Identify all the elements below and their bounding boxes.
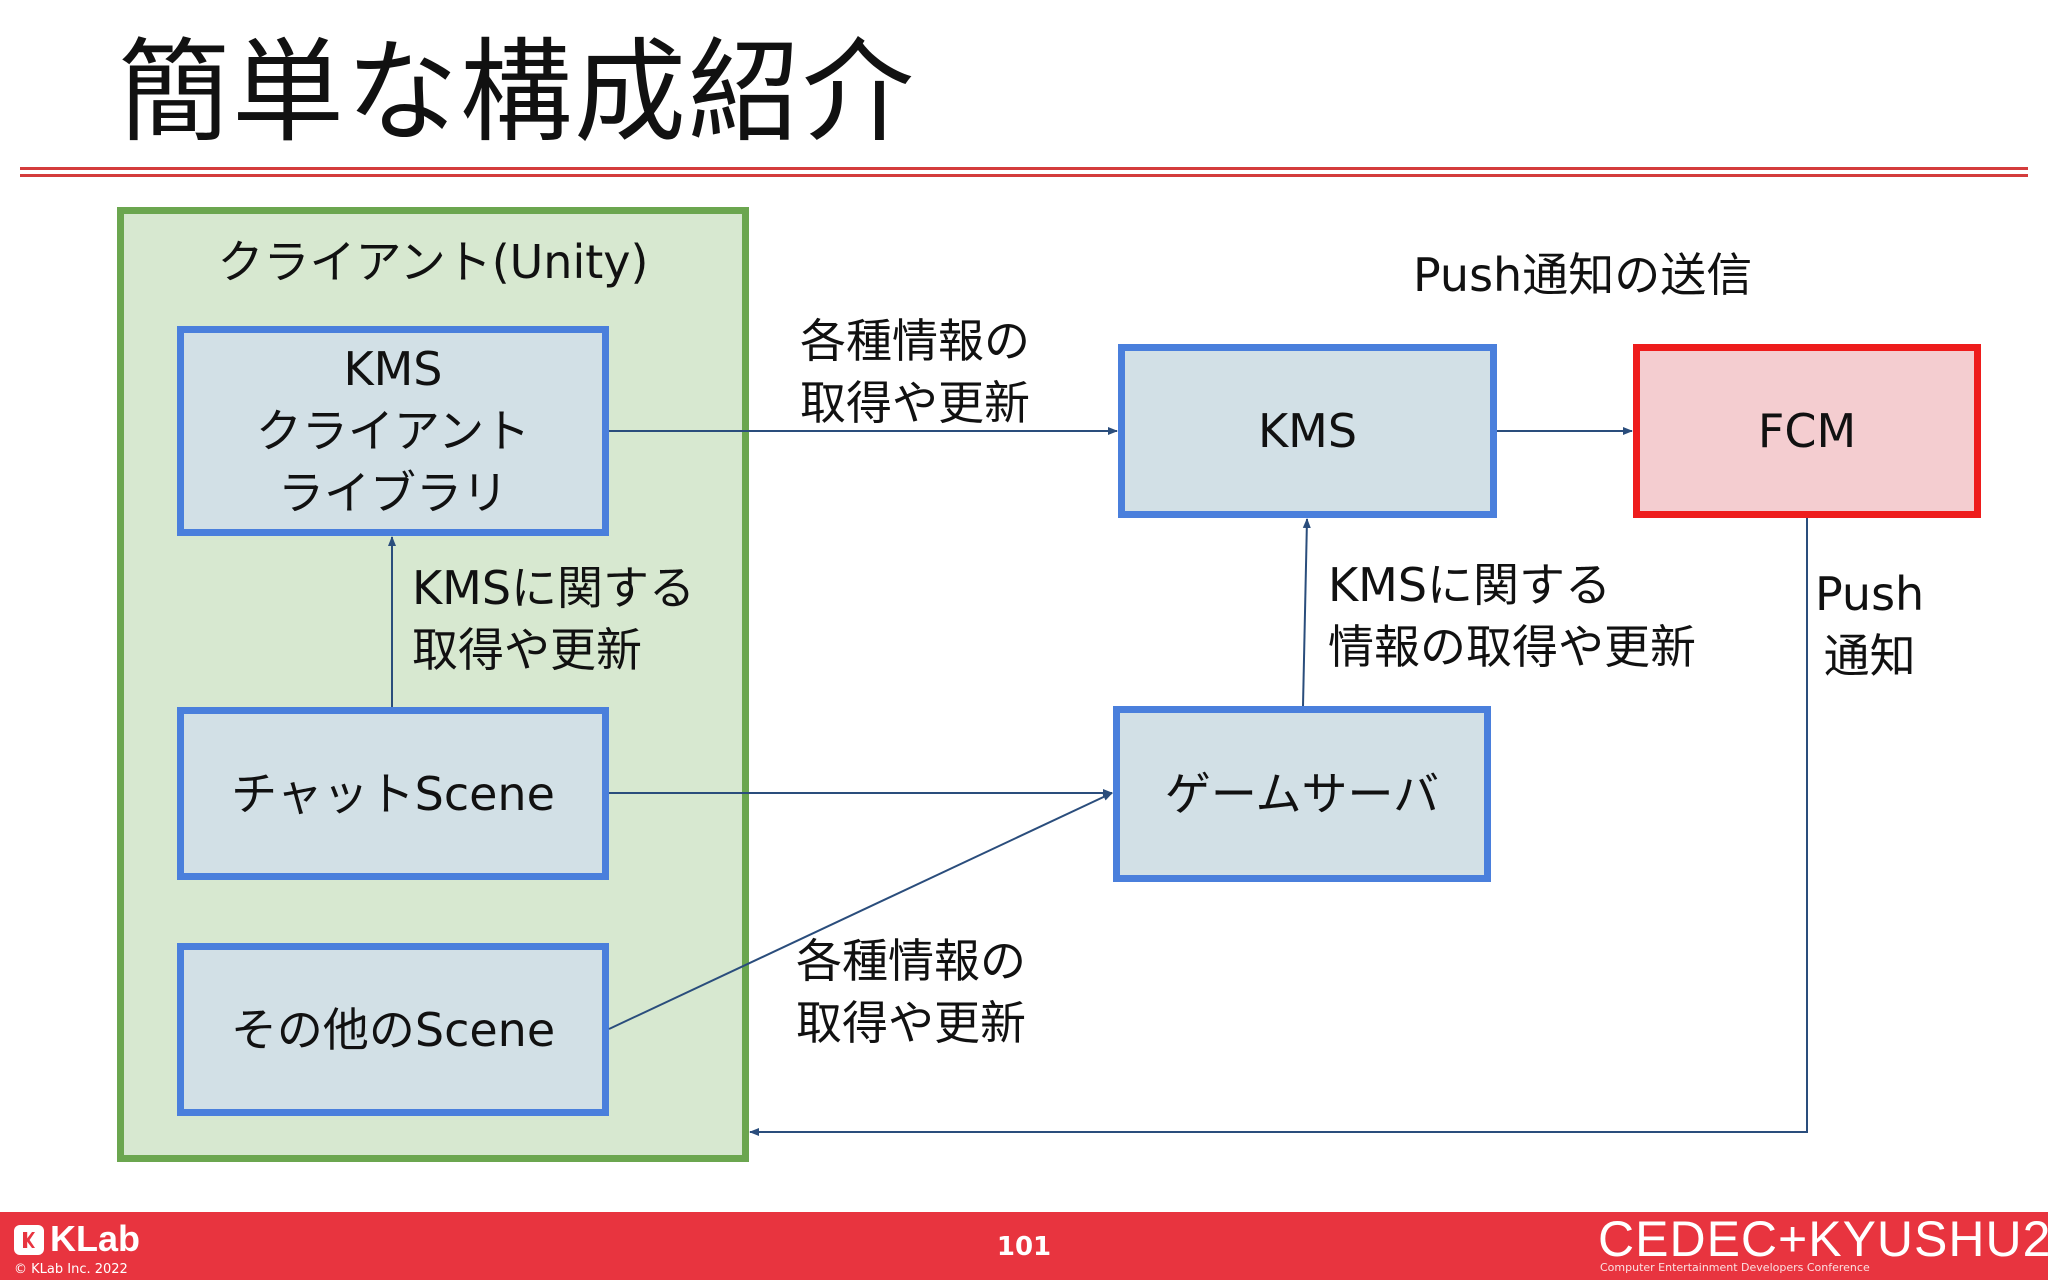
info-update-label-bottom-line-1: 各種情報の <box>796 934 1026 988</box>
title-rule-top <box>20 167 2028 170</box>
client-title: クライアント(Unity) <box>217 235 649 289</box>
kms-client-update-label: KMSに関する 取得や更新 <box>412 557 695 681</box>
kms-server-update-line-2: 情報の取得や更新 <box>1328 620 1696 674</box>
chat-scene-label: チャットScene <box>231 766 555 821</box>
info-update-label-top-line-2: 取得や更新 <box>800 376 1030 430</box>
footer-bar <box>0 1212 2048 1280</box>
info-update-label-bottom: 各種情報の 取得や更新 <box>796 930 1026 1054</box>
kms-client-update-line-1: KMSに関する <box>412 561 696 615</box>
info-update-label-top: 各種情報の 取得や更新 <box>800 310 1030 434</box>
chat-scene-box: チャットScene <box>177 707 609 880</box>
kms-server-update-line-1: KMSに関する <box>1328 558 1612 612</box>
game-server-label: ゲームサーバ <box>1164 767 1440 821</box>
klab-k-icon <box>14 1225 44 1255</box>
kms-server-box: KMS <box>1118 344 1497 518</box>
kms-server-update-label: KMSに関する 情報の取得や更新 <box>1328 554 1696 678</box>
kms-client-library-label: KMS クライアント ライブラリ <box>256 338 530 524</box>
game-server-box: ゲームサーバ <box>1113 706 1491 882</box>
kms-client-library-line-2: クライアント <box>255 404 531 458</box>
kms-server-label: KMS <box>1257 404 1358 458</box>
cedec-subtitle: Computer Entertainment Developers Confer… <box>1600 1261 1870 1274</box>
push-send-label: Push通知の送信 <box>1413 248 1753 302</box>
kms-client-library-line-3: ライブラリ <box>277 466 508 520</box>
other-scene-label: その他のScene <box>230 1002 556 1057</box>
page-number: 101 <box>996 1232 1052 1262</box>
kms-client-update-line-2: 取得や更新 <box>412 623 642 677</box>
push-notify-line-1: Push <box>1815 567 1925 621</box>
arrow-gameserver-to-kms <box>1302 518 1311 707</box>
kms-client-library-box: KMS クライアント ライブラリ <box>177 326 609 536</box>
fcm-box: FCM <box>1633 344 1981 518</box>
title-rule-bottom <box>20 174 2028 177</box>
arrow-fcm-to-client <box>749 518 1808 1136</box>
copyright: © KLab Inc. 2022 <box>14 1262 128 1277</box>
cedec-kyushu-logo: CEDEC+KYUSHU2022 <box>1598 1211 2048 1267</box>
klab-logo: KLab <box>14 1219 140 1259</box>
kms-client-library-line-1: KMS <box>343 342 443 396</box>
fcm-label: FCM <box>1757 404 1857 458</box>
info-update-label-bottom-line-2: 取得や更新 <box>796 996 1026 1050</box>
klab-logo-text: KLab <box>50 1218 140 1259</box>
other-scene-box: その他のScene <box>177 943 609 1116</box>
slide-title: 簡単な構成紹介 <box>118 28 916 158</box>
push-notify-line-2: 通知 <box>1823 629 1916 683</box>
info-update-label-top-line-1: 各種情報の <box>800 314 1030 368</box>
push-notify-label: Push 通知 <box>1815 563 1924 687</box>
arrow-other-to-gameserver <box>608 792 1113 1030</box>
